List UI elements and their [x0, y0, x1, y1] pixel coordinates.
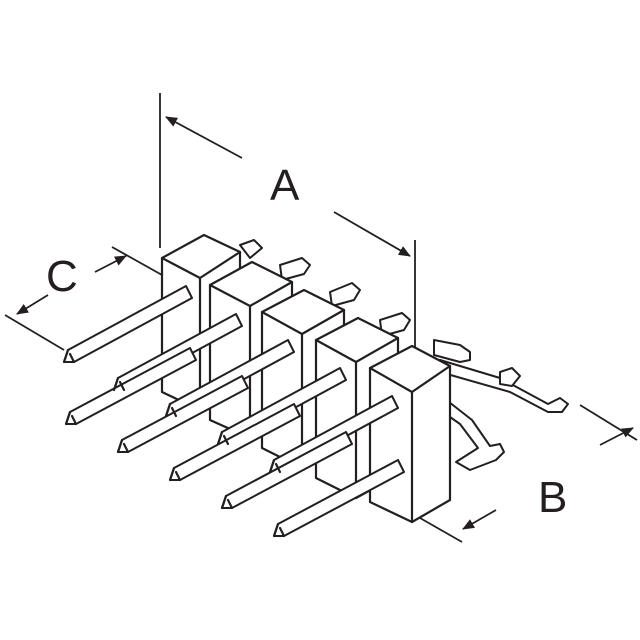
arrow-b-left	[462, 509, 497, 530]
label-c: C	[46, 252, 78, 301]
dimension-b: B	[419, 404, 638, 543]
arrow-c-bottom	[16, 294, 49, 315]
dimension-c: C	[4, 246, 163, 351]
lower-row-pins	[65, 347, 405, 537]
arrow-c-top	[94, 255, 127, 273]
arrow-a-left	[165, 116, 243, 159]
back-right-angle-pins	[239, 239, 569, 471]
arrow-b-right	[599, 427, 634, 446]
label-a: A	[270, 161, 300, 210]
label-b: B	[538, 473, 567, 522]
insulator-bodies	[160, 233, 452, 524]
extension-line-c-bottom	[4, 314, 65, 351]
arrow-a-right	[333, 211, 411, 257]
extension-line-b-right	[579, 404, 638, 441]
extension-line-c-top	[111, 246, 163, 276]
pin-tips	[62, 348, 286, 538]
extension-line-b-left	[419, 517, 463, 543]
dimension-a: A	[159, 93, 416, 398]
